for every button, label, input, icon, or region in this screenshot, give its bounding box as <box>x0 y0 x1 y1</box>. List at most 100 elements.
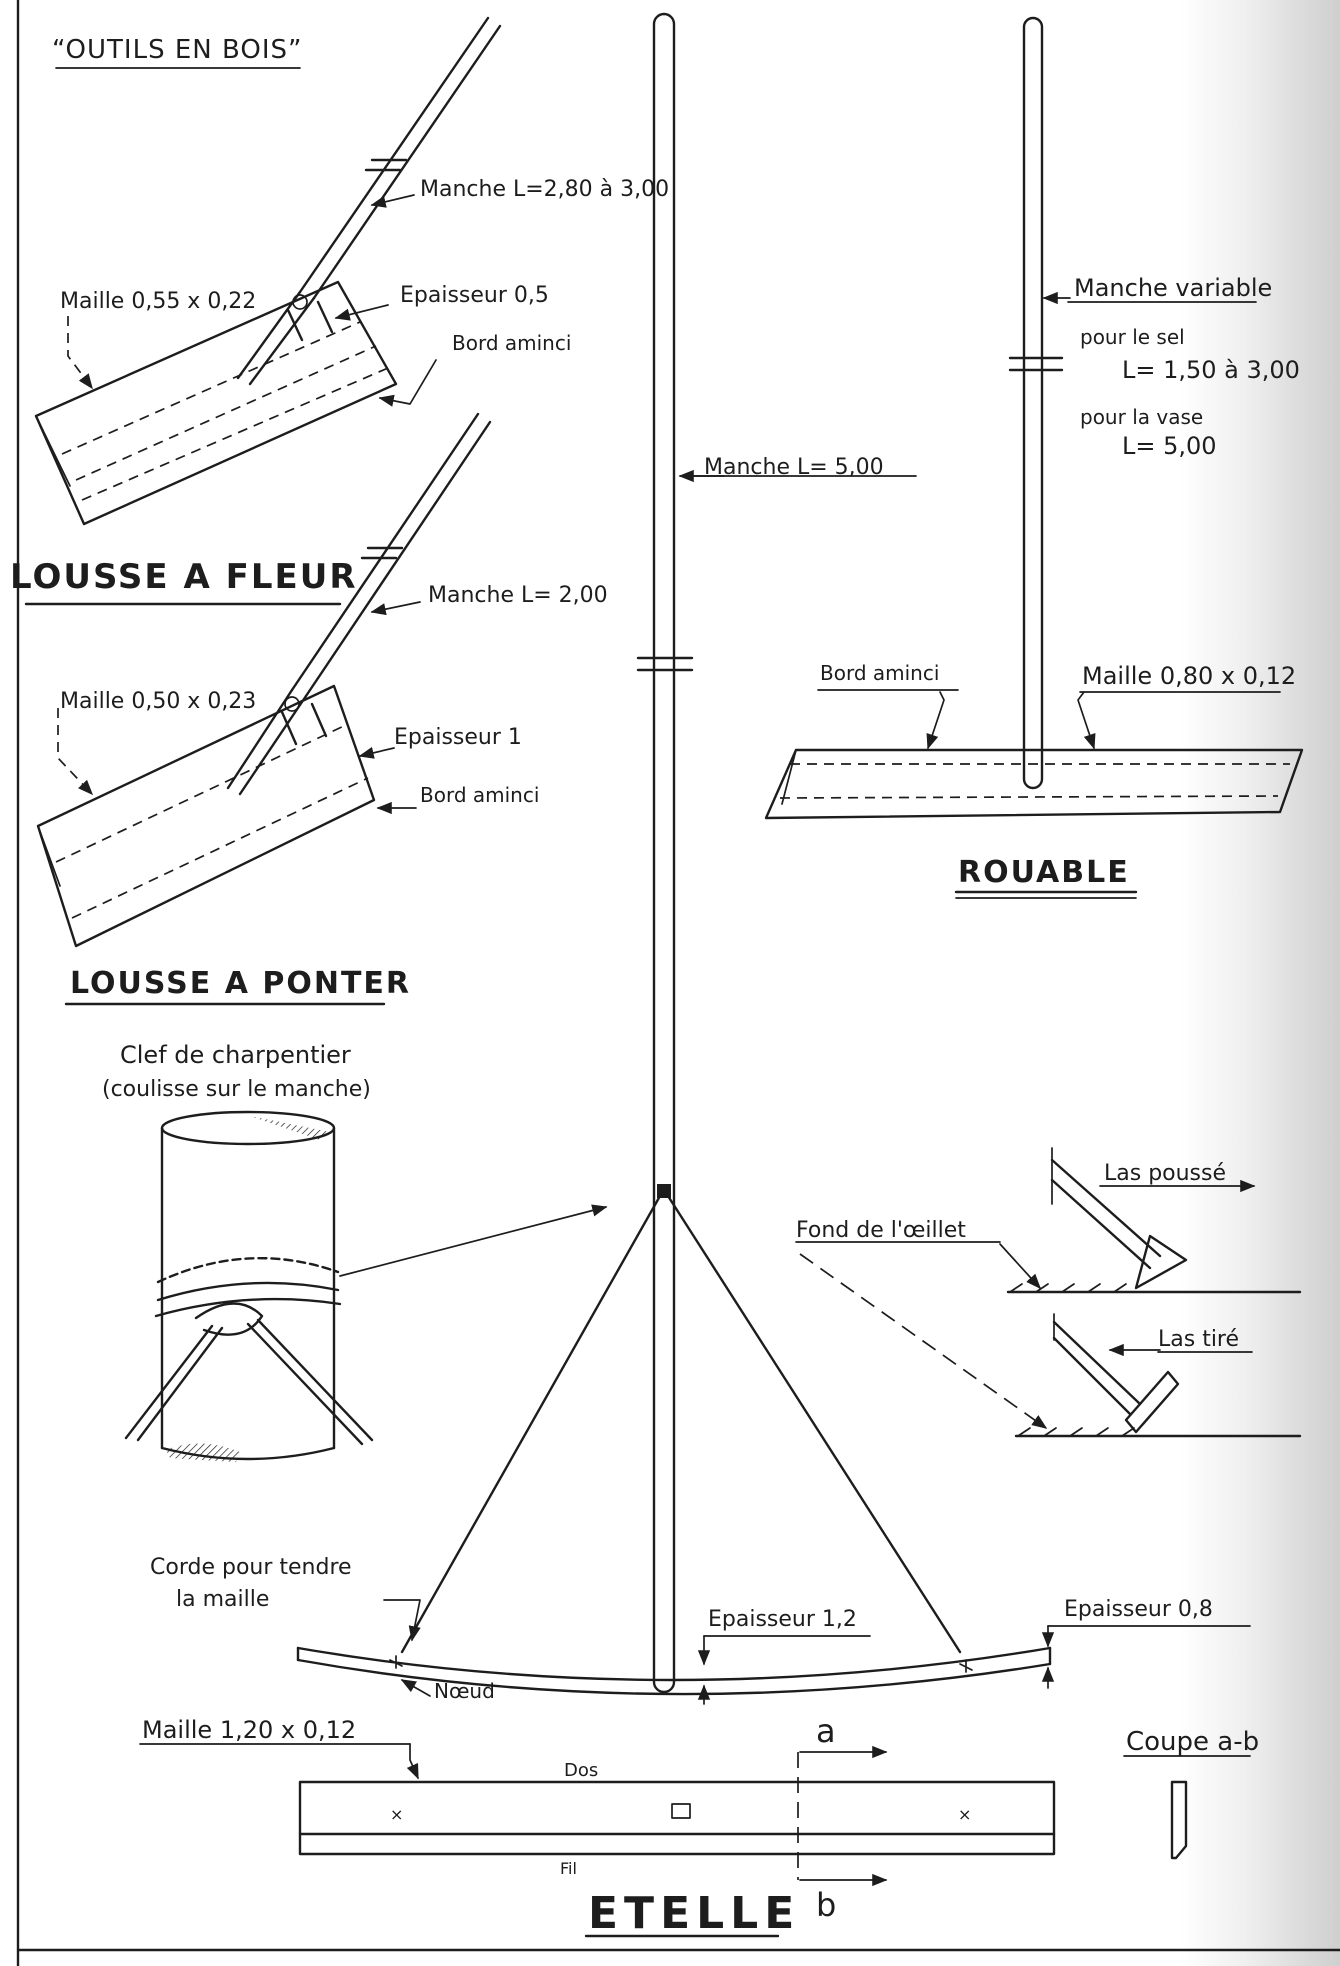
etelle-corde-leader <box>383 1599 421 1642</box>
clef-pipe-bottom-hatch <box>166 1443 240 1462</box>
etelle-epaisseur-center-label: Epaisseur 1,2 <box>708 1607 857 1632</box>
lousse-ponter-title: LOUSSE A PONTER <box>70 966 411 1001</box>
las-pousse-label: Las poussé <box>1104 1161 1226 1186</box>
lousse-ponter-bracket <box>280 702 328 746</box>
clef-pipe-top-hatch <box>250 1116 330 1140</box>
lousse-fleur-manche-leader <box>370 194 415 208</box>
las-pousse-handle-top <box>1050 1158 1162 1258</box>
lousse-fleur-blade-dashed-3 <box>81 367 389 501</box>
etelle-section-b-label: b <box>816 1886 836 1924</box>
lousse-fleur-blade-dashed-1 <box>61 321 361 455</box>
etelle-corde-label-line1: Corde pour tendre <box>150 1555 352 1580</box>
rouable-sel-label-line1: pour le sel <box>1080 325 1185 349</box>
etelle-coupe-section <box>1170 1780 1188 1860</box>
etelle-plan-handle-socket <box>671 1803 691 1819</box>
etelle-handle <box>652 12 676 1694</box>
las-fond-label: Fond de l'œillet <box>796 1218 966 1243</box>
clef-rope-end-right-a <box>246 1322 364 1446</box>
etelle-plan-view <box>298 1780 1056 1856</box>
lousse-ponter-handle-left <box>290 412 480 692</box>
lousse-ponter-blade-dashed-1 <box>55 723 349 863</box>
rouable-blade <box>764 748 1304 820</box>
lousse-fleur-manche-label: Manche L=2,80 à 3,00 <box>420 177 669 202</box>
las-tire-blade <box>1124 1370 1180 1434</box>
lousse-fleur-epaisseur-leader <box>334 304 389 321</box>
lousse-fleur-handle-right <box>312 24 502 300</box>
header-title: “OUTILS EN BOIS” <box>52 35 302 65</box>
rouable-maille-label: Maille 0,80 x 0,12 <box>1082 662 1296 690</box>
las-tire-handle-bottom <box>1052 1336 1132 1416</box>
lousse-ponter-handle-right <box>304 420 492 698</box>
lousse-ponter-blade-dashed-2 <box>71 777 369 919</box>
rouable-bord-leader <box>926 691 945 750</box>
lousse-fleur-bord-leader <box>378 359 437 407</box>
rouable-title: ROUABLE <box>958 855 1130 890</box>
lousse-fleur-epaisseur-label: Epaisseur 0,5 <box>400 283 549 308</box>
etelle-rope-right <box>666 1194 962 1654</box>
rouable-vase-label-line2: L= 5,00 <box>1122 432 1217 460</box>
etelle-epaisseur-edge-label: Epaisseur 0,8 <box>1064 1597 1213 1622</box>
las-pousse-ground-hatch <box>1009 1283 1127 1293</box>
rouable-drawing <box>764 16 1304 820</box>
lousse-ponter-manche-label: Manche L= 2,00 <box>428 583 608 608</box>
rouable-bord-label: Bord aminci <box>820 661 939 685</box>
etelle-knot-left <box>389 1655 403 1669</box>
las-pousse-handle-bottom <box>1050 1178 1152 1270</box>
lousse-ponter-blade <box>36 684 376 948</box>
etelle-rope-left <box>400 1194 662 1654</box>
lousse-ponter-handle-lower-right <box>238 694 308 796</box>
las-tire-label: Las tiré <box>1158 1327 1239 1352</box>
lousse-fleur-drawing <box>34 16 502 526</box>
lousse-ponter-manche-leader <box>370 601 421 616</box>
clef-label-line1: Clef de charpentier <box>120 1041 351 1069</box>
lousse-fleur-blade-dashed-2 <box>75 345 377 481</box>
lousse-fleur-handle-lower-right <box>248 296 316 386</box>
rouable-maille-leader <box>1077 691 1096 750</box>
clef-arrow <box>339 1204 608 1277</box>
lousse-ponter-epaisseur-label: Epaisseur 1 <box>394 725 522 750</box>
rouable-vase-label-line1: pour la vase <box>1080 405 1203 429</box>
lousse-fleur-bracket <box>286 300 334 342</box>
lousse-fleur-blade <box>34 280 398 526</box>
lousse-ponter-blade-edge <box>37 825 61 887</box>
etelle-drawing: × × <box>139 12 1251 1887</box>
etelle-plan-hole-left: × <box>390 1805 403 1824</box>
las-pousse-blade <box>1134 1234 1188 1290</box>
clef-rope-end-left-b <box>136 1326 224 1442</box>
etelle-fil-label: Fil <box>560 1859 577 1878</box>
clef-knot <box>194 1302 264 1336</box>
etelle-title: ETELLE <box>588 1888 800 1939</box>
lousse-ponter-epaisseur-leader <box>358 746 395 759</box>
lousse-ponter-bolt <box>284 696 300 712</box>
lousse-fleur-maille-leader <box>67 316 93 390</box>
etelle-knot-right <box>959 1659 973 1673</box>
etelle-collar <box>657 1184 671 1198</box>
etelle-noeud-label: Nœud <box>434 1679 495 1703</box>
etelle-dos-label: Dos <box>564 1760 598 1781</box>
lousse-fleur-bord-label: Bord aminci <box>452 331 571 355</box>
las-drawing <box>795 1147 1302 1438</box>
lousse-fleur-blade-edge <box>35 415 71 487</box>
lousse-fleur-maille-label: Maille 0,55 x 0,22 <box>60 289 256 314</box>
etelle-corde-label-line2: la maille <box>176 1587 269 1612</box>
lousse-fleur-handle-lower-left <box>236 290 302 380</box>
rouable-handle <box>1022 16 1044 790</box>
clef-rope-end-right-b <box>256 1318 374 1442</box>
las-tire-ground-hatch <box>1017 1427 1135 1437</box>
clef-rope-top <box>156 1256 340 1284</box>
lousse-ponter-handle-lower-left <box>226 688 294 790</box>
lousse-fleur-bolt <box>292 294 308 310</box>
etelle-blade-top <box>296 1646 1052 1682</box>
etelle-section-a-label: a <box>816 1712 836 1750</box>
etelle-noeud-leader <box>400 1679 431 1697</box>
clef-drawing <box>124 1110 608 1462</box>
lousse-fleur-handle-left <box>298 16 490 294</box>
etelle-blade-bottom <box>296 1658 1052 1696</box>
clef-rope-loop-1 <box>156 1281 340 1302</box>
lousse-ponter-maille-leader <box>57 708 94 796</box>
lousse-fleur-title: LOUSSE A FLEUR <box>10 557 358 597</box>
etelle-coupe-label: Coupe a-b <box>1126 1727 1259 1757</box>
rouable-blade-edge <box>781 749 797 805</box>
rouable-blade-dashed-2 <box>779 795 1279 799</box>
